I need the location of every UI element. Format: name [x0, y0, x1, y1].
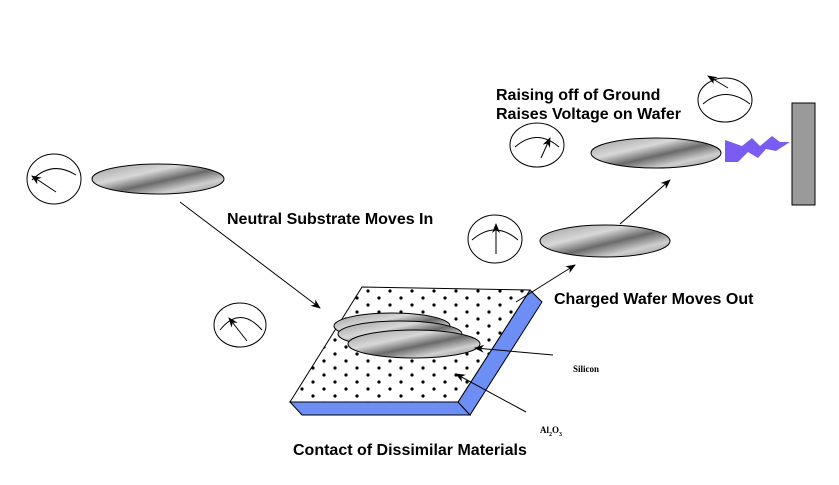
arrow-neutral-in	[179, 201, 321, 309]
label-neutral-in: Neutral Substrate Moves In	[227, 211, 434, 228]
ground-bar	[791, 102, 816, 206]
al2o3-sub2: 2	[549, 431, 552, 438]
meter-neutral-start	[26, 153, 82, 205]
arrow-charged-out	[515, 264, 576, 303]
label-charged-out: Charged Wafer Moves Out	[554, 291, 754, 308]
label-al2o3: Al2O3	[540, 425, 562, 438]
wafer-charged	[539, 224, 671, 258]
pointer-silicon	[474, 344, 554, 356]
label-raising-line1: Raising off of Ground	[496, 87, 661, 104]
label-contact: Contact of Dissimilar Materials	[293, 442, 527, 459]
meter-at-contact	[213, 302, 267, 348]
wafer-stack	[333, 312, 481, 359]
label-silicon: Silicon	[573, 364, 600, 374]
spark-discharge	[725, 136, 790, 162]
al2o3-al: Al	[540, 425, 549, 435]
al2o3-sub3: 3	[559, 431, 563, 438]
label-raising-line2: Raises Voltage on Wafer	[496, 106, 681, 123]
arrow-raise	[619, 179, 671, 225]
wafer-raised	[590, 137, 722, 169]
pointer-al2o3	[455, 373, 527, 413]
al2o3-o: O	[552, 425, 560, 435]
meter-raising	[509, 122, 565, 168]
meter-charged-out	[467, 214, 523, 264]
meter-top-right	[697, 75, 753, 123]
wafer-neutral	[91, 163, 225, 195]
